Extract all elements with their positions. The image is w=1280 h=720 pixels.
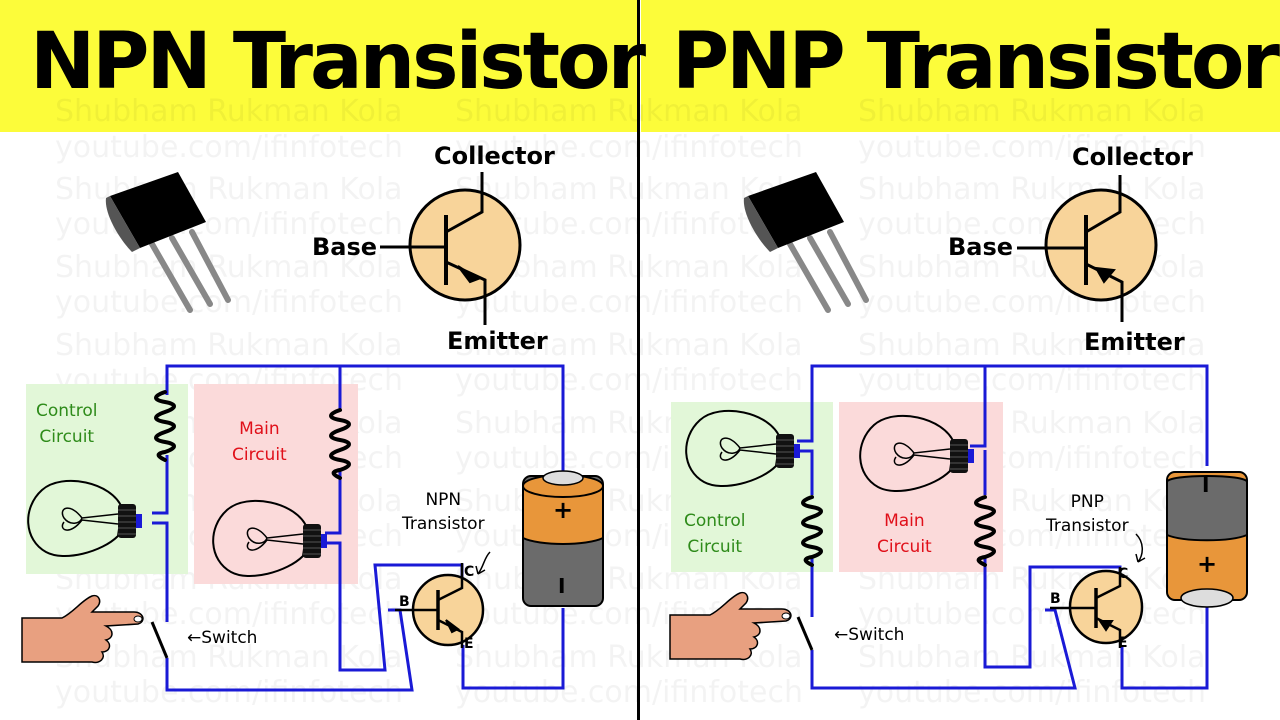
- npn-title: NPN Transistor: [30, 17, 646, 107]
- pnp-wires: [797, 364, 1209, 690]
- pnp-battery-top-terminal: I: [1202, 473, 1210, 497]
- npn-transistor-label: NPN Transistor: [402, 488, 485, 536]
- label-line: Main: [239, 419, 280, 439]
- pnp-title-banner: [641, 0, 1280, 132]
- npn-transistor-package: [105, 172, 231, 313]
- pnp-panel-graphics: [669, 172, 1248, 690]
- npn-title-banner: [0, 0, 637, 132]
- label-line: Circuit: [39, 427, 95, 447]
- npn-pin-c: C: [464, 564, 475, 580]
- label-line: Control: [36, 401, 98, 421]
- npn-circuit-transistor: [395, 551, 491, 648]
- pnp-control-circuit-label: Control Circuit: [684, 508, 745, 560]
- npn-control-zone: [26, 384, 188, 574]
- npn-battery: [522, 470, 604, 607]
- npn-main-circuit-label: Main Circuit: [232, 416, 287, 468]
- npn-collector-label: Collector: [434, 142, 555, 170]
- label-line: Control: [684, 511, 746, 531]
- pnp-base-label: Base: [948, 233, 1014, 261]
- pnp-pin-b: B: [1050, 591, 1061, 607]
- pnp-hand-pointer: [669, 591, 792, 661]
- npn-control-circuit-label: Control Circuit: [36, 398, 97, 450]
- npn-emitter-label: Emitter: [447, 327, 548, 355]
- label-line: Circuit: [877, 537, 932, 557]
- npn-battery-bottom-terminal: I: [558, 574, 566, 598]
- pnp-collector-label: Collector: [1072, 143, 1193, 171]
- npn-base-label: Base: [312, 233, 378, 261]
- label-line: Circuit: [232, 445, 287, 465]
- pnp-circuit-transistor: [1050, 533, 1146, 648]
- npn-pin-e: E: [464, 636, 474, 652]
- npn-pin-b: B: [399, 594, 410, 610]
- label-line: Circuit: [687, 537, 743, 557]
- npn-switch-label: ←Switch: [187, 628, 258, 648]
- npn-switch[interactable]: [150, 621, 169, 659]
- pnp-emitter-label: Emitter: [1084, 328, 1185, 356]
- pnp-switch-label: ←Switch: [834, 625, 905, 645]
- pnp-pin-c: C: [1118, 566, 1129, 582]
- pnp-battery-bottom-terminal: +: [1197, 550, 1218, 578]
- pnp-symbol: [1017, 175, 1158, 322]
- npn-panel-graphics: [21, 172, 604, 692]
- label-line: Transistor: [1046, 516, 1129, 536]
- pnp-battery: [1166, 471, 1248, 608]
- label-line: Main: [884, 511, 925, 531]
- panel-divider: [637, 0, 640, 720]
- pnp-transistor-label: PNP Transistor: [1046, 490, 1129, 538]
- npn-hand-pointer: [21, 594, 144, 664]
- pnp-title: PNP Transistor: [672, 17, 1280, 107]
- label-line: PNP: [1070, 492, 1104, 512]
- pnp-main-circuit-label: Main Circuit: [877, 508, 932, 560]
- pnp-pin-e: E: [1118, 635, 1128, 651]
- label-line: Transistor: [402, 514, 485, 534]
- npn-battery-top-terminal: +: [553, 496, 574, 524]
- pnp-transistor-package: [743, 172, 869, 313]
- label-line: NPN: [425, 490, 462, 510]
- pnp-switch[interactable]: [796, 616, 814, 651]
- npn-symbol: [380, 172, 522, 325]
